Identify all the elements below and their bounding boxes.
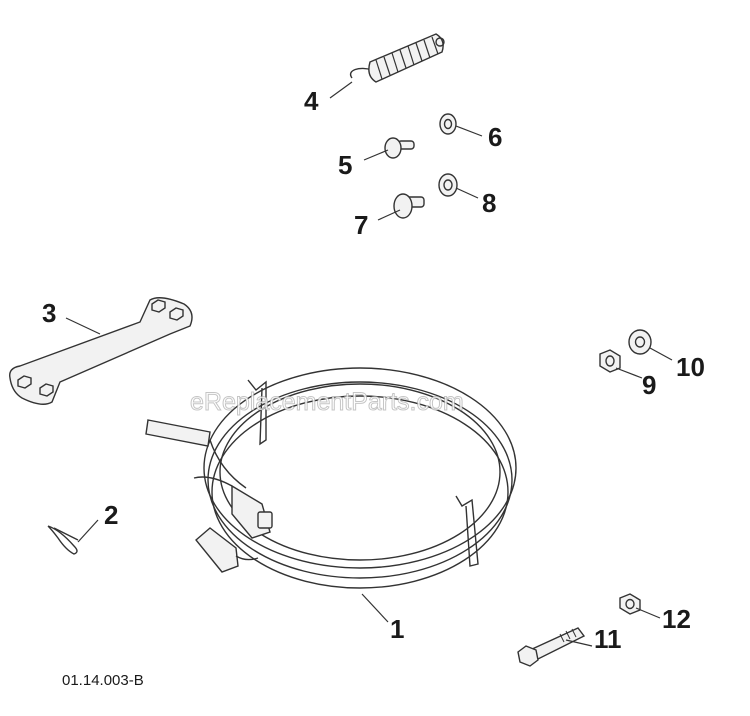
bolt-part [517, 627, 586, 667]
callout-1: 1 [390, 614, 405, 644]
callout-2: 2 [104, 500, 119, 530]
pin-part [393, 193, 425, 219]
callout-7: 7 [354, 210, 369, 240]
nut-part [599, 349, 621, 373]
pin-part [384, 137, 415, 159]
callout-4: 4 [304, 86, 319, 116]
callout-6: 6 [488, 122, 503, 152]
spring-part [349, 33, 445, 83]
callout-8: 8 [482, 188, 497, 218]
callout-3: 3 [42, 298, 57, 328]
callout-10: 10 [676, 352, 705, 382]
nut-part [619, 593, 641, 615]
watermark: eReplacementParts.com [190, 388, 465, 417]
spacer-part [438, 173, 458, 197]
washer-part [439, 113, 457, 135]
washer-part [628, 329, 652, 355]
coiled-cable-part [145, 367, 517, 589]
callout-9: 9 [642, 370, 657, 400]
callout-5: 5 [338, 150, 353, 180]
diagram-code: 01.14.003-B [62, 672, 144, 689]
leader-lines [65, 81, 673, 647]
bracket-plate-part [9, 297, 193, 405]
callout-12: 12 [662, 604, 691, 634]
hairpin-clip-part [47, 525, 79, 555]
callout-11: 11 [594, 624, 622, 654]
